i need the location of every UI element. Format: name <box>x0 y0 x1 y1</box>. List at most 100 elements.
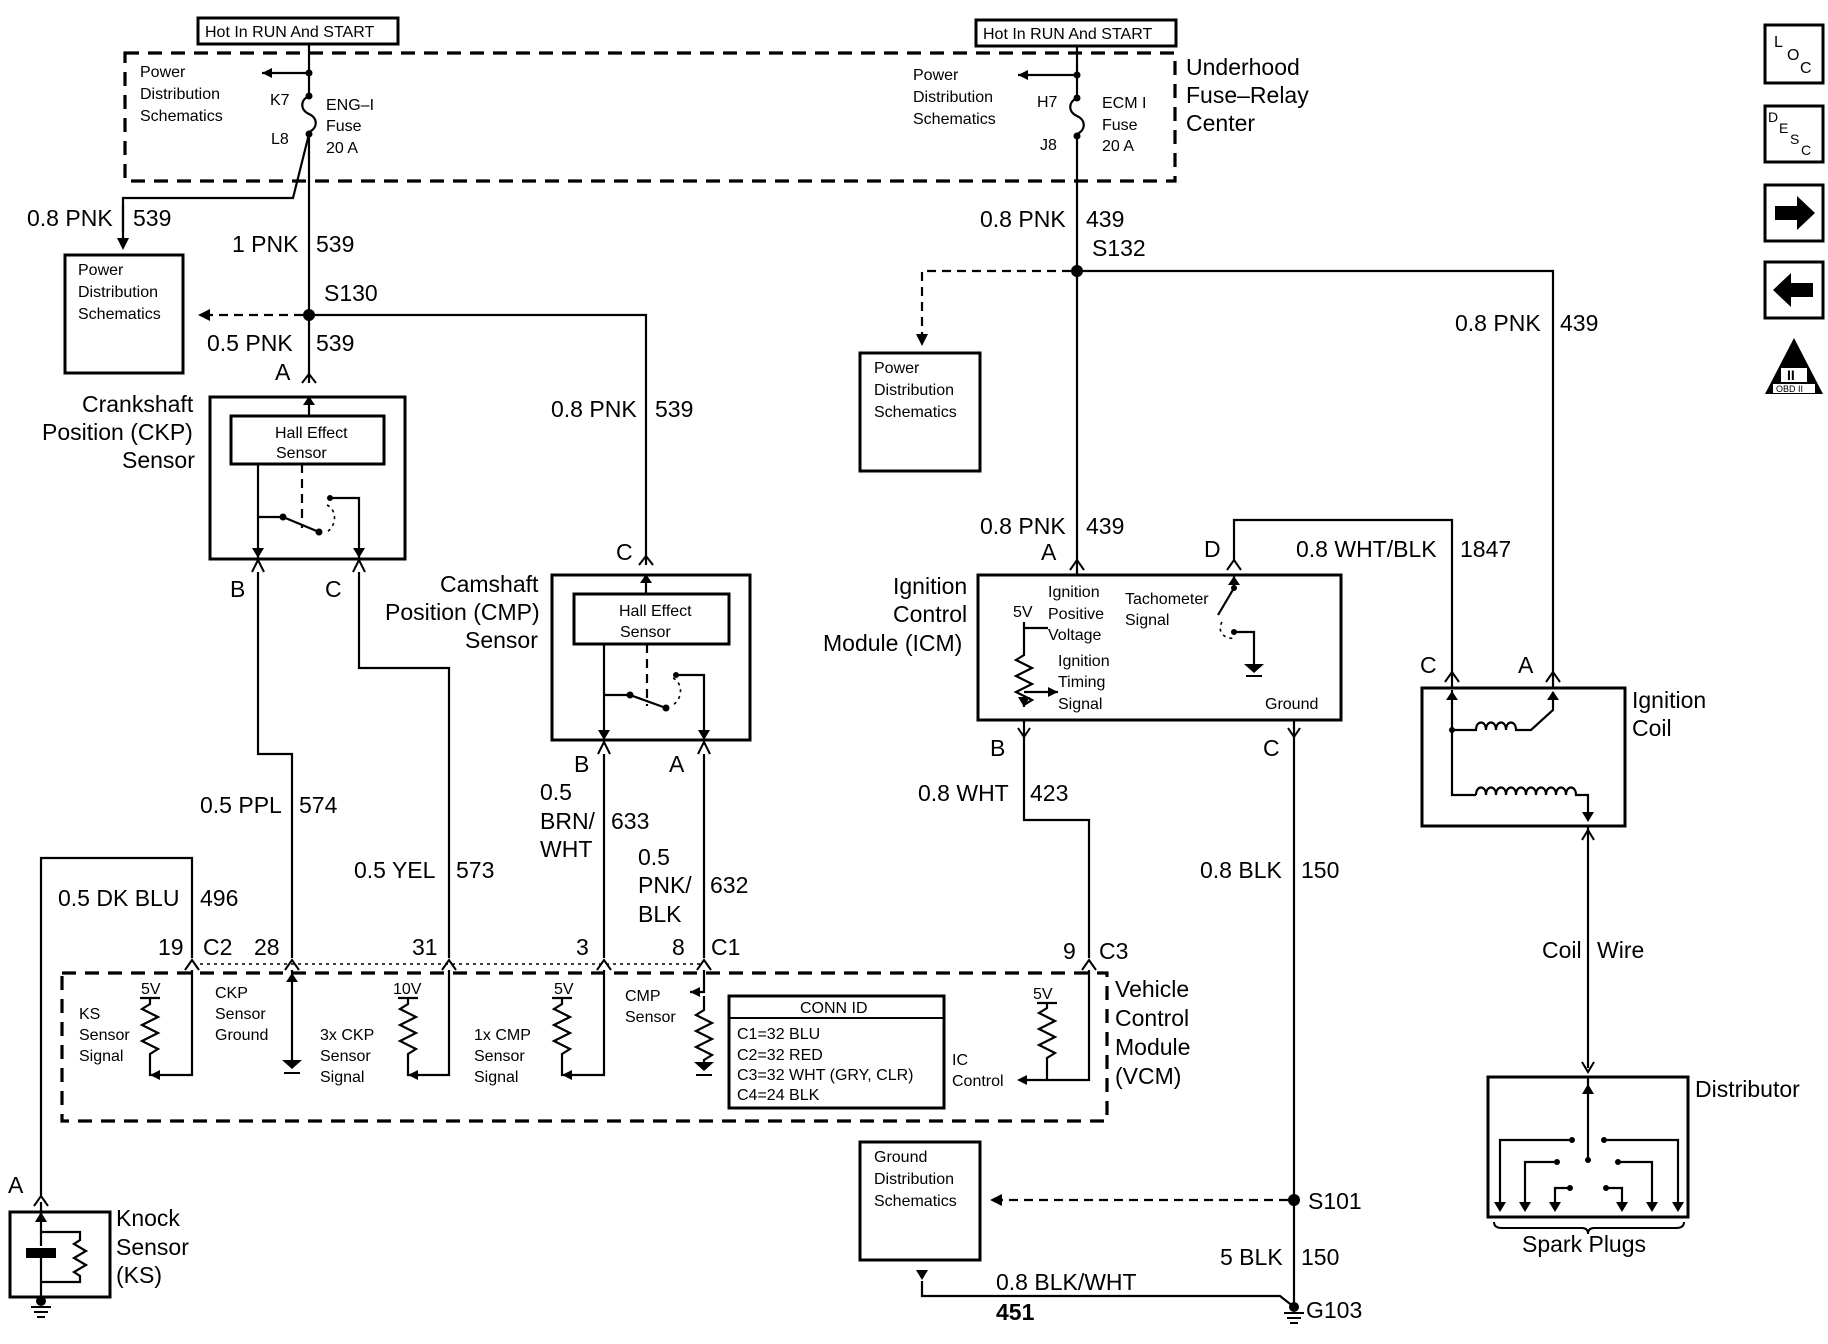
underhood-fuse-relay-center: Underhood Fuse–Relay Center <box>123 51 1309 183</box>
svg-text:439: 439 <box>1086 206 1124 232</box>
splice-s132: S132 <box>1092 235 1146 261</box>
svg-text:Hot In RUN And START: Hot In RUN And START <box>983 26 1152 43</box>
svg-text:633: 633 <box>611 808 649 834</box>
svg-text:BRN/: BRN/ <box>540 808 596 834</box>
vcm-pin-8: 8 <box>672 934 685 960</box>
svg-text:C1=32 BLU: C1=32 BLU <box>737 1026 820 1043</box>
hot-label-right: Hot In RUN And START <box>974 18 1178 48</box>
svg-text:C: C <box>1800 60 1812 77</box>
ckp-pin-a: A <box>275 359 291 385</box>
svg-text:Hall Effect: Hall Effect <box>619 603 692 620</box>
svg-text:Position (CMP): Position (CMP) <box>385 599 540 625</box>
svg-text:Power: Power <box>874 360 920 377</box>
svg-text:ECM I: ECM I <box>1102 95 1146 112</box>
svg-text:Distribution: Distribution <box>874 1171 954 1188</box>
svg-text:Power: Power <box>78 262 124 279</box>
svg-text:Schematics: Schematics <box>78 306 161 323</box>
loc-button[interactable]: L O C <box>1763 23 1825 85</box>
svg-text:1x CMP: 1x CMP <box>474 1027 531 1044</box>
svg-text:5V: 5V <box>554 981 574 998</box>
svg-text:Coil: Coil <box>1542 937 1582 963</box>
arrow-left-icon <box>1773 273 1813 307</box>
icm-pin-d: D <box>1204 536 1221 562</box>
circuit-439: 0.8 PNK 439 S132 0.8 PNK 439 0.8 PNK 439 <box>916 136 1598 682</box>
svg-text:5 BLK: 5 BLK <box>1220 1244 1283 1270</box>
svg-text:0.5: 0.5 <box>540 779 572 805</box>
svg-text:423: 423 <box>1030 780 1068 806</box>
svg-text:0.8 WHT: 0.8 WHT <box>918 780 1009 806</box>
pds-box-right: Power Distribution Schematics <box>858 351 982 473</box>
svg-text:632: 632 <box>710 872 748 898</box>
circuit-150: 0.8 BLK 150 S101 5 BLK 150 G103 0.8 BLK/… <box>916 737 1362 1325</box>
svg-text:Sensor: Sensor <box>215 1006 266 1023</box>
svg-text:0.8 PNK: 0.8 PNK <box>980 206 1066 232</box>
arrow-right-icon <box>1775 196 1815 230</box>
svg-text:Knock: Knock <box>116 1205 180 1231</box>
cmp-pin-c: C <box>616 539 633 565</box>
circuit-539: 0.8 PNK 539 1 PNK 539 S130 0.5 PNK 539 0… <box>27 133 693 565</box>
svg-text:Position (CKP): Position (CKP) <box>42 419 193 445</box>
vcm-conn-c1: C1 <box>711 934 740 960</box>
svg-text:O: O <box>1787 47 1799 64</box>
svg-text:Control: Control <box>893 601 967 627</box>
fuse-center-title-1: Underhood <box>1186 54 1300 80</box>
circuit-574: 0.5 PPL 574 <box>200 572 338 958</box>
svg-text:IC: IC <box>952 1052 968 1069</box>
svg-text:C: C <box>1801 142 1811 158</box>
svg-text:5V: 5V <box>1013 604 1033 621</box>
svg-text:439: 439 <box>1560 310 1598 336</box>
svg-text:Distribution: Distribution <box>874 382 954 399</box>
fuse-ecm-1: H7 J8 ECM I Fuse 20 A Power Distribution… <box>913 46 1146 155</box>
cmp-pin-a: A <box>669 751 685 777</box>
ignition-control-module: Ignition Control Module (ICM) A Ignition… <box>823 518 1511 761</box>
spark-plugs-label: Spark Plugs <box>1522 1231 1646 1257</box>
ignition-coil: Ignition Coil C A Coil Wire <box>1420 652 1706 1074</box>
ground-g103: G103 <box>1306 1297 1362 1323</box>
fuse-center-title-3: Center <box>1186 110 1255 136</box>
svg-text:II: II <box>1787 367 1795 383</box>
svg-text:451: 451 <box>996 1299 1035 1325</box>
svg-text:Sensor: Sensor <box>620 624 671 641</box>
cmp-pin-b: B <box>574 751 589 777</box>
svg-text:Tachometer: Tachometer <box>1125 591 1209 608</box>
svg-text:Distribution: Distribution <box>78 284 158 301</box>
obd-ii-icon[interactable]: II OBD II <box>1765 338 1823 394</box>
svg-text:Ignition: Ignition <box>1632 687 1706 713</box>
svg-text:Schematics: Schematics <box>874 404 957 421</box>
svg-text:D: D <box>1768 109 1778 125</box>
svg-text:Positive: Positive <box>1048 606 1104 623</box>
svg-text:Ignition: Ignition <box>1058 653 1110 670</box>
circuit-423: 0.8 WHT 423 <box>918 737 1091 958</box>
svg-text:Ground: Ground <box>215 1027 268 1044</box>
svg-text:CONN ID: CONN ID <box>800 1000 868 1017</box>
svg-text:150: 150 <box>1301 1244 1339 1270</box>
ckp-sensor: Crankshaft Position (CKP) Sensor A Hall … <box>42 359 407 602</box>
svg-text:5V: 5V <box>1033 986 1053 1003</box>
svg-text:Voltage: Voltage <box>1048 627 1101 644</box>
vehicle-control-module: Vehicle Control Module (VCM) 19 C2 28 31… <box>60 934 1190 1123</box>
icm-pin-b: B <box>990 735 1005 761</box>
desc-button[interactable]: D E S C <box>1763 104 1825 164</box>
svg-text:Sensor: Sensor <box>625 1009 676 1026</box>
svg-text:Signal: Signal <box>474 1069 518 1086</box>
svg-text:Fuse: Fuse <box>1102 117 1138 134</box>
gds-box: Ground Distribution Schematics <box>858 1140 982 1262</box>
circuit-632: 0.5 PNK/ BLK 632 <box>638 754 748 958</box>
svg-text:Schematics: Schematics <box>874 1193 957 1210</box>
fuse-right-out: J8 <box>1040 137 1057 154</box>
back-button[interactable] <box>1763 260 1825 320</box>
svg-text:0.8 BLK/WHT: 0.8 BLK/WHT <box>996 1269 1137 1295</box>
knock-pin-a: A <box>8 1172 24 1198</box>
svg-text:CMP: CMP <box>625 988 661 1005</box>
svg-text:10V: 10V <box>393 981 422 998</box>
svg-text:Hall Effect: Hall Effect <box>275 425 348 442</box>
svg-text:Sensor: Sensor <box>320 1048 371 1065</box>
fuse-center-title-2: Fuse–Relay <box>1186 82 1309 108</box>
fuse-left-out: L8 <box>271 131 289 148</box>
svg-text:439: 439 <box>1086 513 1124 539</box>
svg-text:CKP: CKP <box>215 985 248 1002</box>
svg-text:E: E <box>1779 120 1788 136</box>
svg-text:Schematics: Schematics <box>913 111 996 128</box>
next-button[interactable] <box>1763 183 1825 243</box>
